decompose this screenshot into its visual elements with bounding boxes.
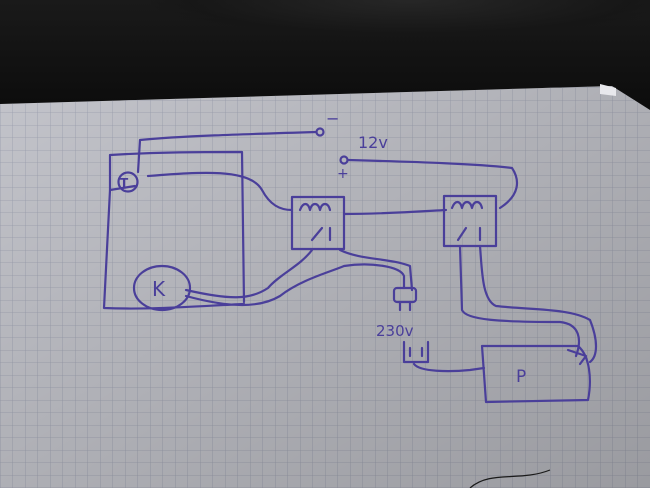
relay-right [442,194,498,248]
thermostat [117,171,139,193]
mains-plug-pins [398,300,412,312]
wiring [102,127,598,404]
paper-shade [0,86,650,488]
wire-thermostat-relay [146,171,294,212]
wire-relay-pump-1 [458,244,580,358]
compressor-label: K [152,277,166,301]
wire-minus [136,130,318,174]
relay-right-coil [450,200,484,210]
supply-plus-label: + [337,166,349,182]
compressor [132,264,192,312]
pump-terminal [566,348,588,366]
relay-right-contact [456,226,482,242]
supply-minus-label: − [326,109,339,128]
thermostat-label: T [120,176,129,190]
mains-plug-top [392,286,418,304]
wire-relay-mains [338,248,414,292]
supply-voltage-label: 12v [358,133,388,152]
wire-frame-left-top [108,150,246,304]
pump [480,344,591,404]
wire-socket-pump [412,362,486,373]
relay-left-contact [310,226,332,242]
mains-socket [402,340,430,364]
pump-label: P [516,367,526,387]
wire-compressor-mains [184,263,406,307]
wire-relay-pump-2 [478,244,598,364]
wire-compressor-relay [184,248,314,299]
relay-left-coil [298,202,332,212]
wire-coil-link [342,208,448,216]
relay-left [290,195,346,251]
wire-plus [346,158,519,210]
bottom-scribble [469,469,551,488]
mains-voltage-label: 230v [376,322,414,340]
paper-edge [600,84,616,96]
